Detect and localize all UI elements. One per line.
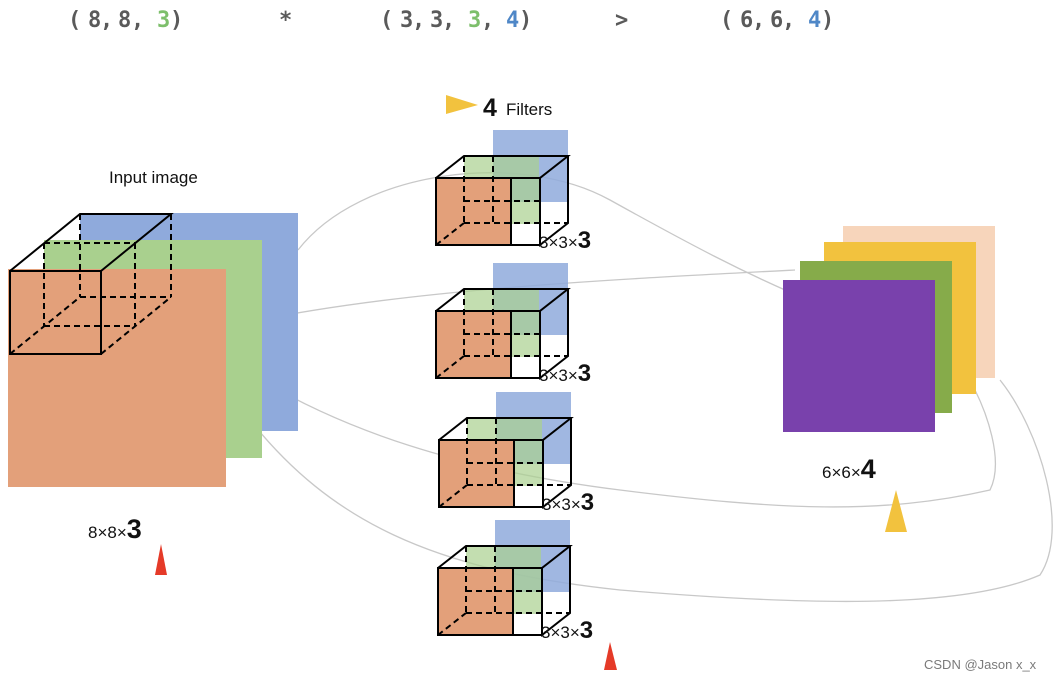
connector-curve xyxy=(297,172,786,291)
formula-multiply: * xyxy=(279,8,292,33)
filters-header: 4 Filters xyxy=(446,94,552,122)
filter-dims-depth: 3 xyxy=(581,489,594,516)
filter-dims-prefix: 3×3× xyxy=(539,366,578,385)
output-dimensions: 6×6×4 xyxy=(822,454,876,484)
formula-input-channels: 3 xyxy=(157,8,170,33)
filter-stack: 3×3×33×3×33×3×33×3×3 xyxy=(435,130,594,644)
filter-dims-prefix: 3×3× xyxy=(542,495,581,514)
filter-dims-prefix: 3×3× xyxy=(541,623,580,642)
filter-wireframe xyxy=(435,288,571,381)
filter-cube: 3×3×3 xyxy=(437,520,593,644)
formula-output-close: ) xyxy=(821,8,834,33)
formula-filter-close: ) xyxy=(519,8,532,33)
filter-dimensions: 3×3×3 xyxy=(539,360,591,387)
output-stack: 6×6×4 xyxy=(783,226,995,532)
filter-cube: 3×3×3 xyxy=(435,263,591,387)
formula-filter-channels: 3 xyxy=(468,8,481,33)
input-receptive-cube xyxy=(9,213,174,355)
filters-yellow-marker xyxy=(446,95,478,114)
filter-wireframe xyxy=(438,417,574,510)
formula-filter-sep-1: , xyxy=(412,8,425,33)
formula-output-sep-2: , xyxy=(782,8,795,33)
filter-dims-depth: 3 xyxy=(580,617,593,644)
formula-filter-count: 4 xyxy=(506,8,519,33)
input-dims-prefix: 8×8× xyxy=(88,523,127,542)
filter-face-orange xyxy=(438,568,513,635)
input-title: Input image xyxy=(109,168,198,187)
filter-cube: 3×3×3 xyxy=(438,392,594,516)
formula-filter-sep-2: , xyxy=(442,8,455,33)
filters-label: Filters xyxy=(506,100,552,119)
filter-red-marker xyxy=(604,642,617,670)
filter-dimensions: 3×3×3 xyxy=(541,617,593,644)
filter-face-orange xyxy=(436,311,511,378)
connector-curve xyxy=(247,371,997,508)
formula-output-dim-1: 6 xyxy=(740,8,753,33)
formula-input-open: ( xyxy=(68,8,81,33)
formula-filter-open: ( xyxy=(380,8,393,33)
output-dims-prefix: 6×6× xyxy=(822,463,861,482)
output-yellow-marker xyxy=(885,490,907,532)
formula-input-close: ) xyxy=(170,8,183,33)
filter-face-orange xyxy=(439,440,514,507)
filter-dimensions: 3×3×3 xyxy=(542,489,594,516)
filter-dims-depth: 3 xyxy=(578,227,591,254)
output-dims-depth: 4 xyxy=(861,454,876,484)
formula-line: ( 8 , 8 , 3 ) * ( 3 , 3 , 3 , 4 ) > ( 6 … xyxy=(68,8,834,33)
input-dims-depth: 3 xyxy=(127,514,142,544)
watermark: CSDN @Jason x_x xyxy=(924,657,1037,672)
formula-output-sep-1: , xyxy=(752,8,765,33)
filter-dims-depth: 3 xyxy=(578,360,591,387)
filters-count: 4 xyxy=(483,94,497,122)
formula-output-open: ( xyxy=(720,8,733,33)
input-image: Input image 8×8×3 xyxy=(8,168,298,575)
formula-filter-dim-2: 3 xyxy=(430,8,443,33)
filter-wireframe xyxy=(437,545,573,638)
output-channel-purple xyxy=(783,280,935,432)
formula-output-dim-2: 6 xyxy=(770,8,783,33)
connector-curve xyxy=(249,379,1053,603)
filter-wireframe xyxy=(435,155,571,248)
filter-cube: 3×3×3 xyxy=(435,130,591,254)
input-red-marker xyxy=(155,544,167,575)
input-dimensions: 8×8×3 xyxy=(88,514,142,544)
formula-output-channels: 4 xyxy=(808,8,821,33)
formula-input-sep-1: , xyxy=(100,8,113,33)
formula-filter-dim-1: 3 xyxy=(400,8,413,33)
formula-filter-sep-3: , xyxy=(481,8,494,33)
formula-input-dim-2: 8 xyxy=(118,8,131,33)
filter-face-orange xyxy=(436,178,511,245)
formula-result-arrow: > xyxy=(615,8,628,33)
filter-dims-prefix: 3×3× xyxy=(539,233,578,252)
formula-input-sep-2: , xyxy=(131,8,144,33)
filter-dimensions: 3×3×3 xyxy=(539,227,591,254)
formula-input-dim-1: 8 xyxy=(88,8,101,33)
input-channel-orange xyxy=(8,269,226,487)
